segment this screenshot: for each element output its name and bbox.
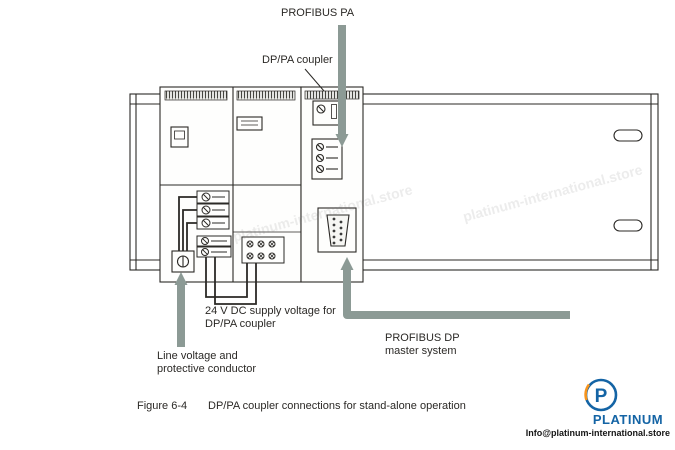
- coupler-supply-terminals: [241, 236, 285, 264]
- logo-swoosh: [584, 383, 591, 401]
- label-dp-pa-coupler: DP/PA coupler: [262, 54, 333, 66]
- line-voltage-arrow: [174, 272, 188, 347]
- rail-slot: [613, 129, 643, 142]
- supply-wires: [205, 257, 257, 305]
- rail-slot: [613, 219, 643, 232]
- led-window: [170, 126, 189, 148]
- figure-caption-text: DP/PA coupler connections for stand-alon…: [208, 400, 466, 412]
- mains-wires: [178, 196, 197, 251]
- label-24v-supply-line1: 24 V DC supply voltage for: [205, 305, 336, 317]
- d-sub-connector: [317, 207, 357, 253]
- vent-grille: [164, 90, 228, 101]
- figure-caption-label: Figure 6-4: [137, 400, 188, 412]
- mains-terminals: [196, 190, 230, 230]
- label-line-voltage: Line voltage and protective conductor: [157, 350, 256, 376]
- coupler-pointer-line: [304, 68, 325, 92]
- profibus-pa-arrow: [335, 25, 349, 147]
- brand-name: PLATINUM: [592, 412, 664, 427]
- label-profibus-pa: PROFIBUS PA: [281, 7, 355, 19]
- brand-email: Info@platinum-international.store: [525, 428, 670, 438]
- platinum-logo: P: [578, 374, 624, 425]
- logo-initial: P: [595, 386, 608, 407]
- platinum-logo-icon: P: [584, 378, 618, 412]
- label-profibus-dp-line2: master system: [385, 345, 457, 357]
- pa-terminal-block: [311, 138, 343, 180]
- vent-grille: [236, 90, 296, 101]
- label-line-voltage-line2: protective conductor: [157, 363, 257, 375]
- output-terminals: [196, 235, 232, 258]
- dp-pa-coupler-module: [300, 86, 364, 283]
- profibus-dp-arrow: [340, 257, 570, 319]
- label-profibus-dp: PROFIBUS DP master system: [385, 332, 460, 358]
- label-24v-supply-line2: DP/PA coupler: [205, 318, 276, 330]
- cable-gland: [171, 250, 195, 273]
- rating-label: [236, 116, 263, 131]
- label-line-voltage-line1: Line voltage and: [157, 350, 238, 362]
- label-profibus-dp-line1: PROFIBUS DP: [385, 332, 460, 344]
- vent-grille: [304, 90, 360, 100]
- label-24v-supply: 24 V DC supply voltage for DP/PA coupler: [205, 305, 336, 331]
- d-sub-pins: [332, 217, 343, 245]
